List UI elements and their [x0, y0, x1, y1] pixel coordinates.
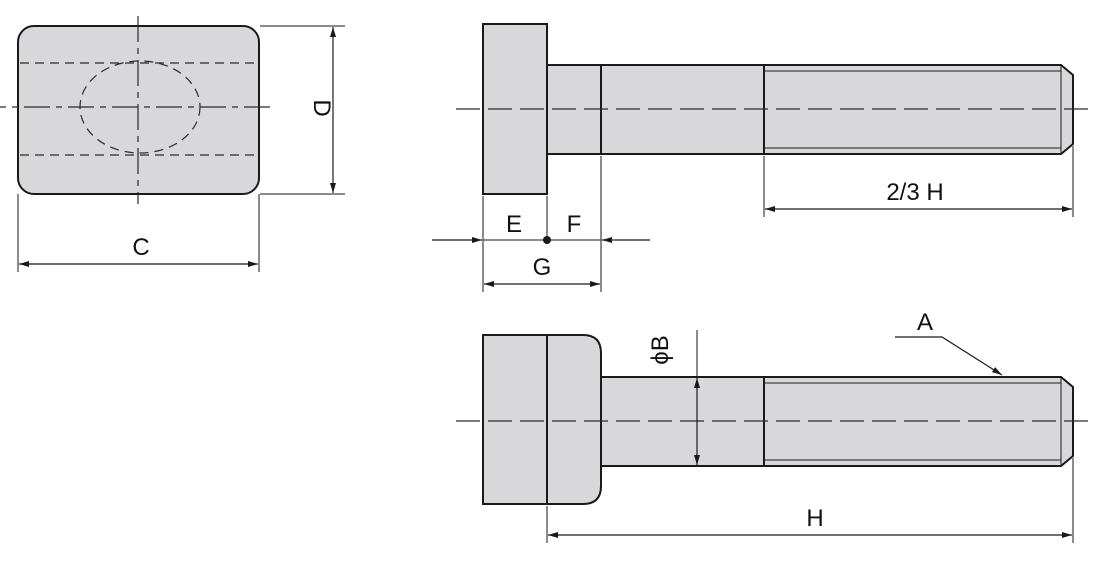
- label-two-thirds-h: 2/3 H: [886, 179, 943, 206]
- label-f: F: [567, 211, 582, 238]
- label-c: C: [132, 234, 149, 261]
- side-view-bottom: ϕB A H: [456, 309, 1090, 543]
- bolt-head-rounded: [482, 334, 602, 505]
- label-phi-b: ϕB: [647, 335, 674, 364]
- side-view-top: 2/3 H E F G: [432, 23, 1090, 292]
- reference-point: [543, 236, 551, 244]
- label-g: G: [533, 254, 552, 281]
- label-e: E: [506, 211, 522, 238]
- label-d: D: [308, 99, 335, 116]
- label-a: A: [917, 309, 933, 336]
- end-view: D C: [0, 16, 345, 272]
- leader-line-a: [895, 336, 1003, 376]
- label-h: H: [806, 505, 823, 532]
